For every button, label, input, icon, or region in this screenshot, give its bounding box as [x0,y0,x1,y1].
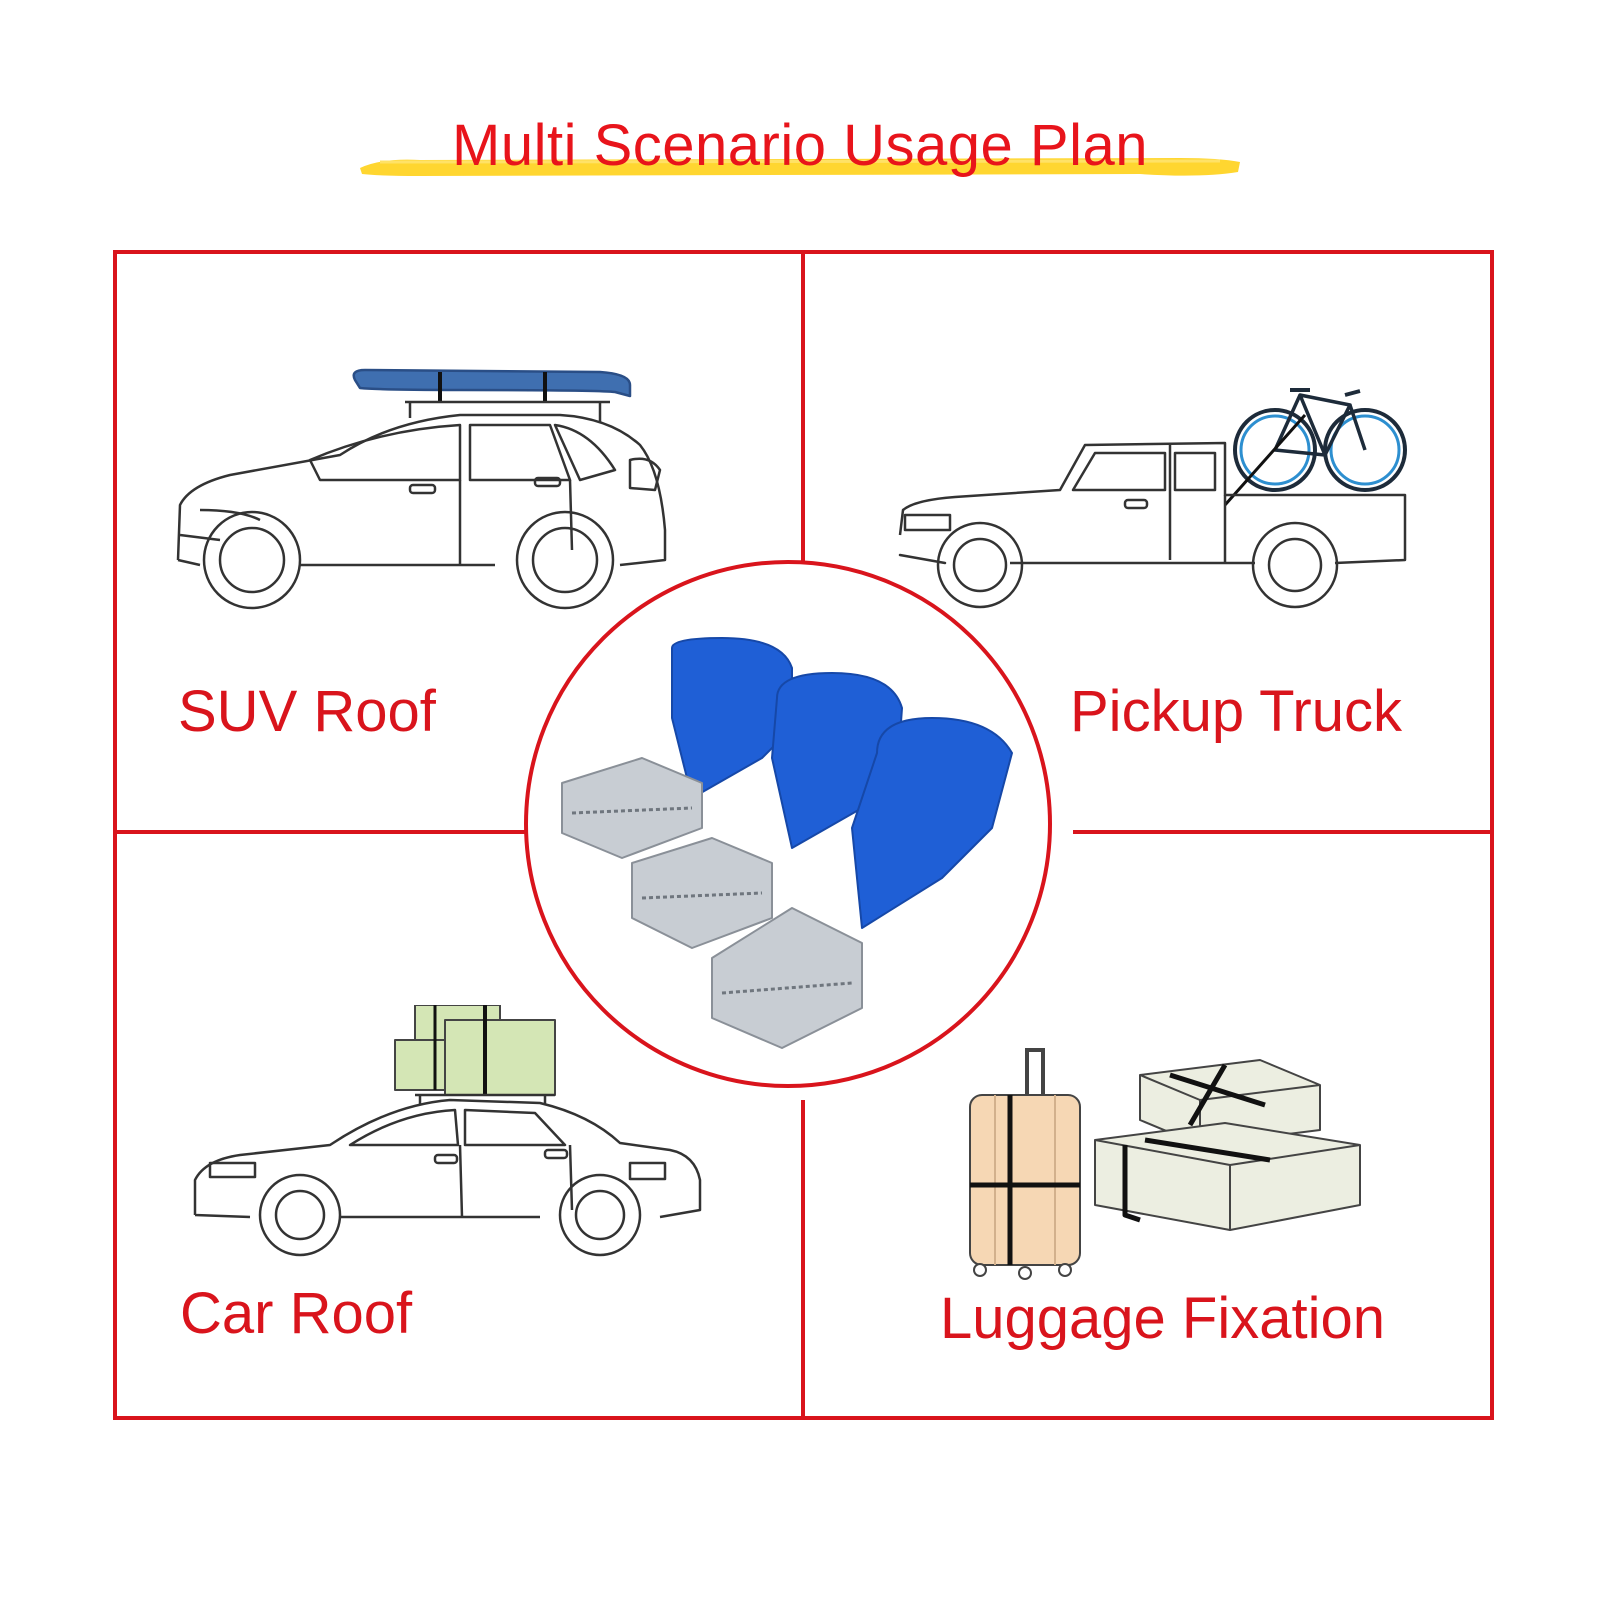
title-highlight-stroke [360,158,1240,176]
scenario-label-pickup-truck: Pickup Truck [1070,679,1402,744]
strapped-luggage-icon [969,1048,1361,1280]
title-area: Multi Scenario Usage Plan [360,100,1240,200]
pickup-truck-with-bicycle-icon [898,388,1407,609]
scenario-grid [113,250,1494,1420]
suv-with-surfboard-icon [176,368,667,610]
blue-cam-buckle-straps-icon [524,560,1052,1088]
scenario-label-luggage-fixation: Luggage Fixation [940,1286,1385,1351]
page-title: Multi Scenario Usage Plan [452,113,1148,178]
scenario-label-suv-roof: SUV Roof [178,679,436,744]
scenario-label-car-roof: Car Roof [180,1281,413,1346]
sedan-with-roof-boxes-icon [193,1005,702,1257]
